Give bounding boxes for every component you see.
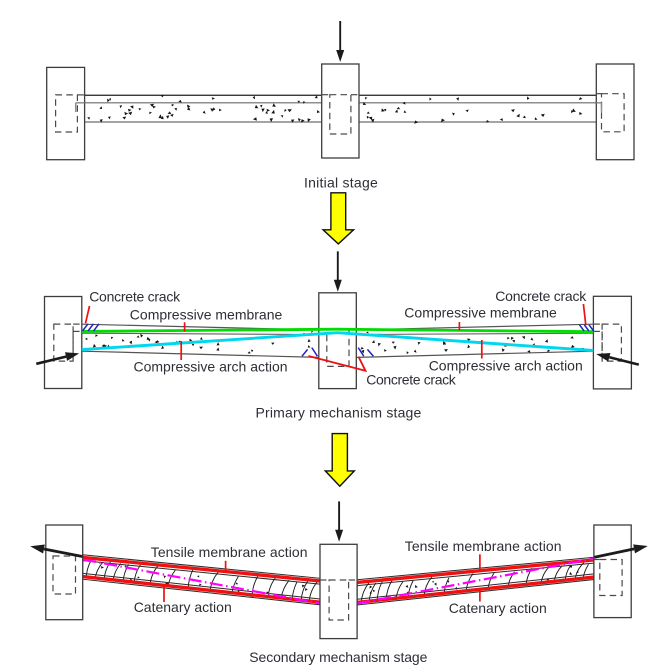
svg-text:Tensile membrane action: Tensile membrane action	[405, 538, 562, 554]
svg-text:Secondary mechanism stage: Secondary mechanism stage	[249, 649, 427, 665]
svg-text:Compressive membrane: Compressive membrane	[404, 304, 557, 320]
svg-text:Compressive arch action: Compressive arch action	[429, 358, 583, 374]
svg-text:Catenary action: Catenary action	[134, 599, 232, 615]
svg-text:Initial stage: Initial stage	[304, 175, 378, 191]
svg-text:Concrete crack: Concrete crack	[495, 288, 587, 304]
svg-text:Concrete crack: Concrete crack	[89, 288, 181, 304]
svg-text:Compressive membrane: Compressive membrane	[130, 306, 283, 322]
svg-text:Compressive arch action: Compressive arch action	[134, 359, 288, 375]
svg-text:Tensile membrane action: Tensile membrane action	[151, 544, 308, 560]
svg-text:Primary mechanism stage: Primary mechanism stage	[256, 405, 422, 421]
svg-text:Concrete crack: Concrete crack	[366, 371, 457, 387]
svg-text:Catenary action: Catenary action	[449, 600, 547, 616]
